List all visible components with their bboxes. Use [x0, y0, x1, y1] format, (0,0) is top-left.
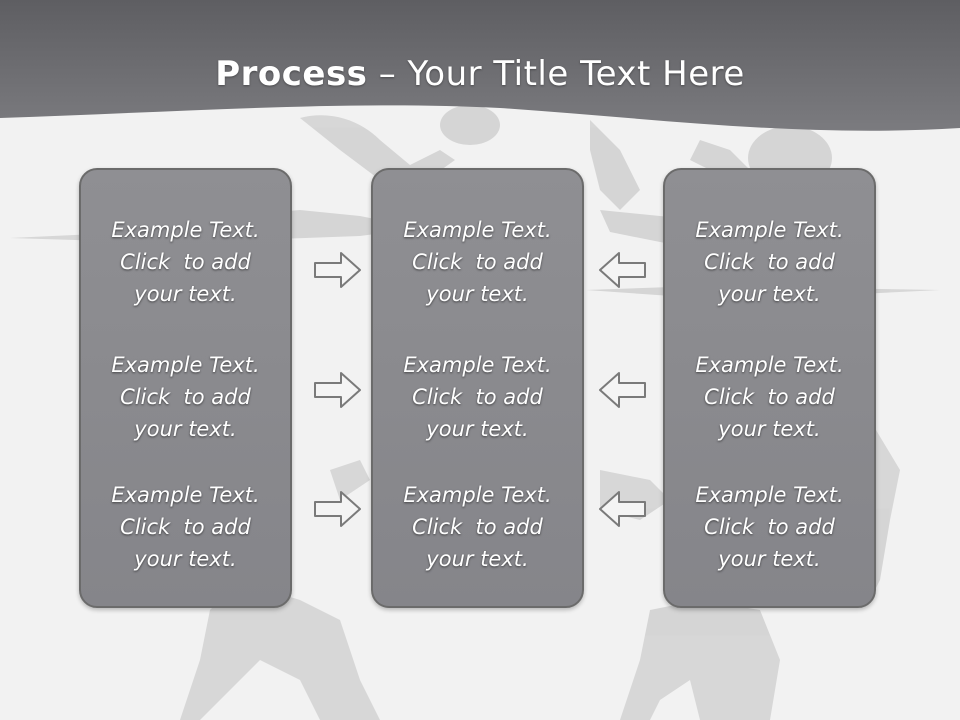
title-band — [0, 0, 960, 131]
text-line: Example Text. — [403, 218, 552, 242]
process-panel-left: Example Text. Click to add your text. Ex… — [79, 168, 292, 608]
text-line: your text. — [426, 547, 529, 571]
text-placeholder[interactable]: Example Text. Click to add your text. — [665, 479, 874, 575]
text-line: your text. — [134, 547, 237, 571]
title-rest: – Your Title Text Here — [367, 54, 745, 94]
text-placeholder[interactable]: Example Text. Click to add your text. — [665, 214, 874, 310]
text-line: Click to add — [412, 385, 543, 409]
page-title: Process – Your Title Text Here — [0, 54, 960, 94]
right-arrow-icon — [314, 491, 361, 527]
text-line: Click to add — [704, 515, 835, 539]
text-line: Click to add — [120, 515, 251, 539]
text-placeholder[interactable]: Example Text. Click to add your text. — [665, 349, 874, 445]
text-line: Click to add — [704, 385, 835, 409]
text-placeholder[interactable]: Example Text. Click to add your text. — [81, 214, 290, 310]
text-placeholder[interactable]: Example Text. Click to add your text. — [81, 479, 290, 575]
text-line: Example Text. — [403, 483, 552, 507]
process-panel-center: Example Text. Click to add your text. Ex… — [371, 168, 584, 608]
text-line: your text. — [426, 417, 529, 441]
text-placeholder[interactable]: Example Text. Click to add your text. — [373, 214, 582, 310]
text-line: Click to add — [120, 385, 251, 409]
right-arrow-icon — [314, 252, 361, 288]
text-line: your text. — [134, 417, 237, 441]
left-arrow-icon — [599, 252, 646, 288]
text-line: Example Text. — [403, 353, 552, 377]
process-panel-right: Example Text. Click to add your text. Ex… — [663, 168, 876, 608]
text-line: your text. — [718, 417, 821, 441]
text-placeholder[interactable]: Example Text. Click to add your text. — [373, 479, 582, 575]
text-line: Example Text. — [695, 353, 844, 377]
text-line: Click to add — [120, 250, 251, 274]
text-line: Example Text. — [111, 218, 260, 242]
text-line: your text. — [718, 282, 821, 306]
left-arrow-icon — [599, 372, 646, 408]
title-bold: Process — [215, 54, 368, 94]
text-line: your text. — [134, 282, 237, 306]
text-line: your text. — [718, 547, 821, 571]
text-line: Click to add — [412, 250, 543, 274]
text-placeholder[interactable]: Example Text. Click to add your text. — [81, 349, 290, 445]
left-arrow-icon — [599, 491, 646, 527]
text-line: Example Text. — [111, 353, 260, 377]
text-line: Example Text. — [695, 218, 844, 242]
text-placeholder[interactable]: Example Text. Click to add your text. — [373, 349, 582, 445]
text-line: Click to add — [704, 250, 835, 274]
text-line: Example Text. — [111, 483, 260, 507]
text-line: Click to add — [412, 515, 543, 539]
right-arrow-icon — [314, 372, 361, 408]
text-line: your text. — [426, 282, 529, 306]
text-line: Example Text. — [695, 483, 844, 507]
